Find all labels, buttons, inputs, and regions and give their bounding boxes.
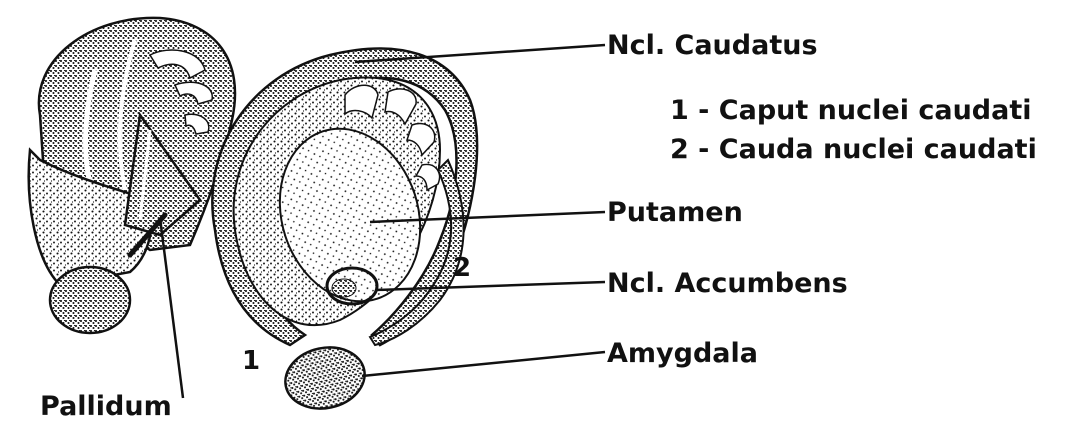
legend-item-2: 2 - Cauda nuclei caudati bbox=[670, 136, 1037, 163]
marker-1: 1 bbox=[242, 348, 260, 374]
leader-amygdala bbox=[362, 352, 605, 376]
leader-ncl-accumbens bbox=[376, 282, 605, 290]
legend-item-1: 1 - Caput nuclei caudati bbox=[670, 97, 1032, 124]
left-amygdala-blob bbox=[50, 267, 130, 333]
label-ncl-accumbens: Ncl. Accumbens bbox=[607, 270, 848, 297]
amygdala-shape bbox=[280, 340, 371, 415]
marker-2: 2 bbox=[453, 255, 471, 281]
label-pallidum: Pallidum bbox=[40, 393, 172, 420]
label-putamen: Putamen bbox=[607, 199, 743, 226]
label-ncl-caudatus: Ncl. Caudatus bbox=[607, 32, 818, 59]
label-amygdala: Amygdala bbox=[607, 340, 758, 367]
